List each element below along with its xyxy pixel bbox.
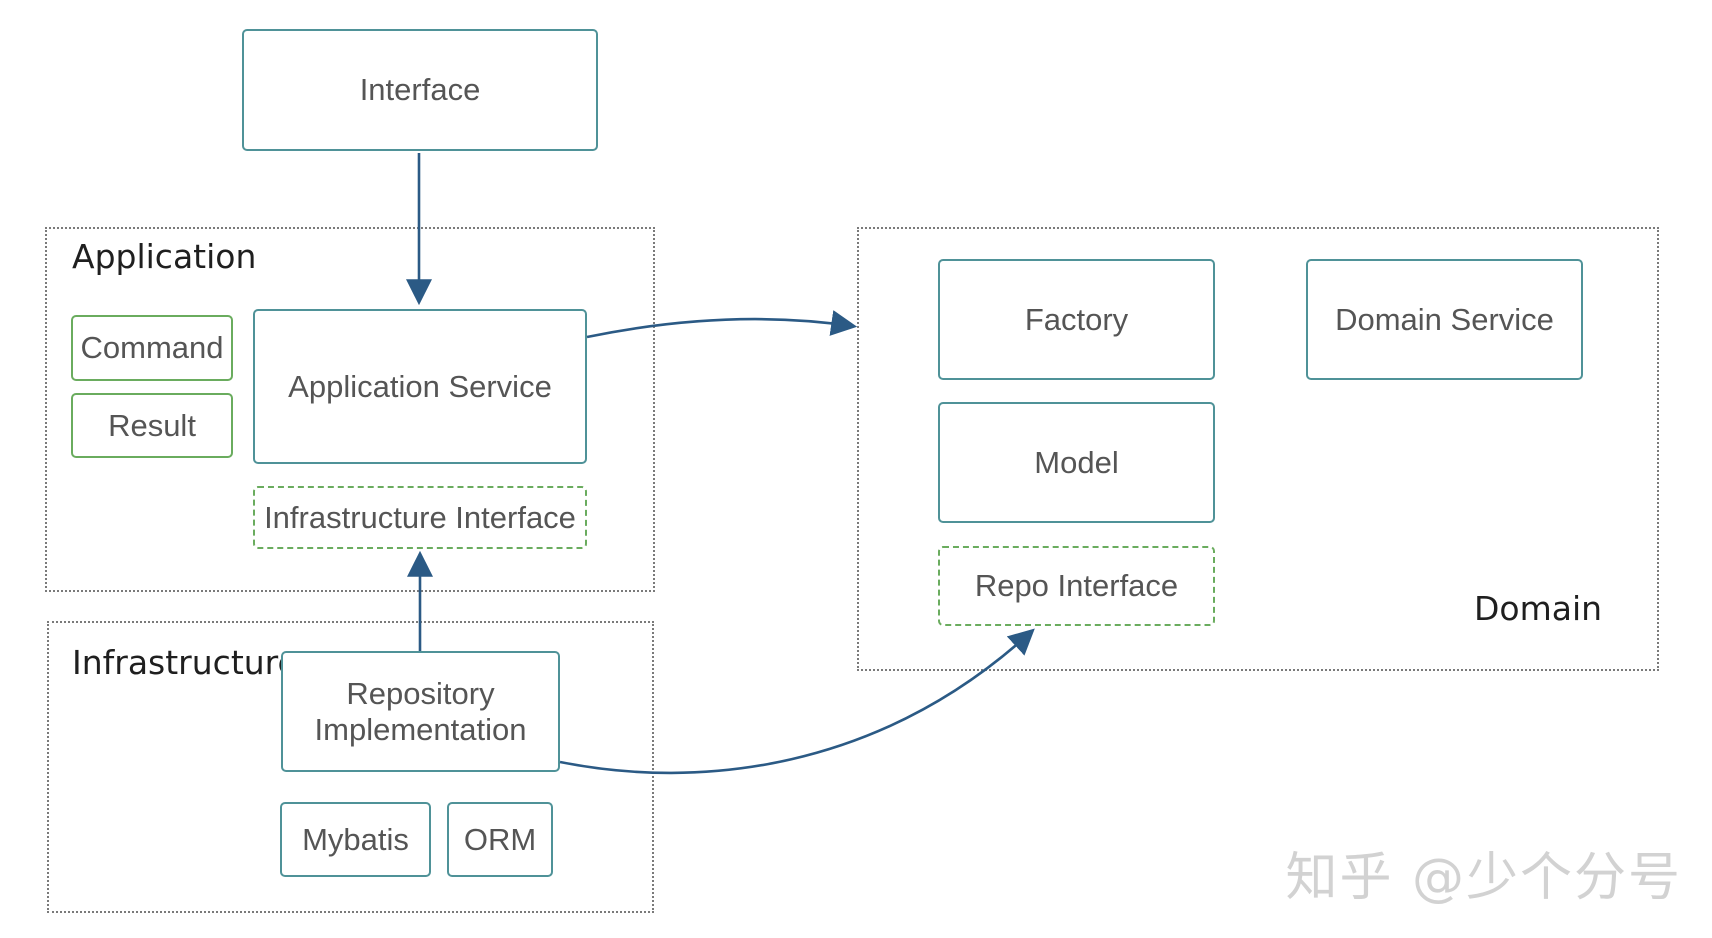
infrastructure-region — [47, 621, 654, 913]
model-box: Model — [938, 402, 1215, 523]
interface-box: Interface — [242, 29, 598, 151]
application-region — [45, 227, 655, 592]
repository-implementation-line1: Repository — [346, 675, 495, 711]
domain-region — [857, 227, 1659, 671]
infrastructure-interface-box: Infrastructure Interface — [253, 486, 587, 549]
result-box: Result — [71, 393, 233, 458]
application-service-to-domain-arrow — [586, 310, 858, 339]
repository-implementation-box: Repository Implementation — [281, 651, 560, 772]
domain-service-box: Domain Service — [1306, 259, 1583, 380]
application-region-title: Application — [72, 237, 257, 276]
repository-to-repo-interface-arrow — [559, 628, 1035, 775]
application-service-box: Application Service — [253, 309, 587, 464]
domain-region-title: Domain — [1474, 589, 1603, 628]
mybatis-box: Mybatis — [280, 802, 431, 877]
infrastructure-region-title: Infrastructure — [72, 643, 298, 682]
command-box: Command — [71, 315, 233, 381]
repo-interface-box: Repo Interface — [938, 546, 1215, 626]
repository-implementation-line2: Implementation — [314, 711, 527, 747]
watermark: 知乎 @少个分号 — [1285, 848, 1682, 908]
factory-box: Factory — [938, 259, 1215, 380]
orm-box: ORM — [447, 802, 553, 877]
